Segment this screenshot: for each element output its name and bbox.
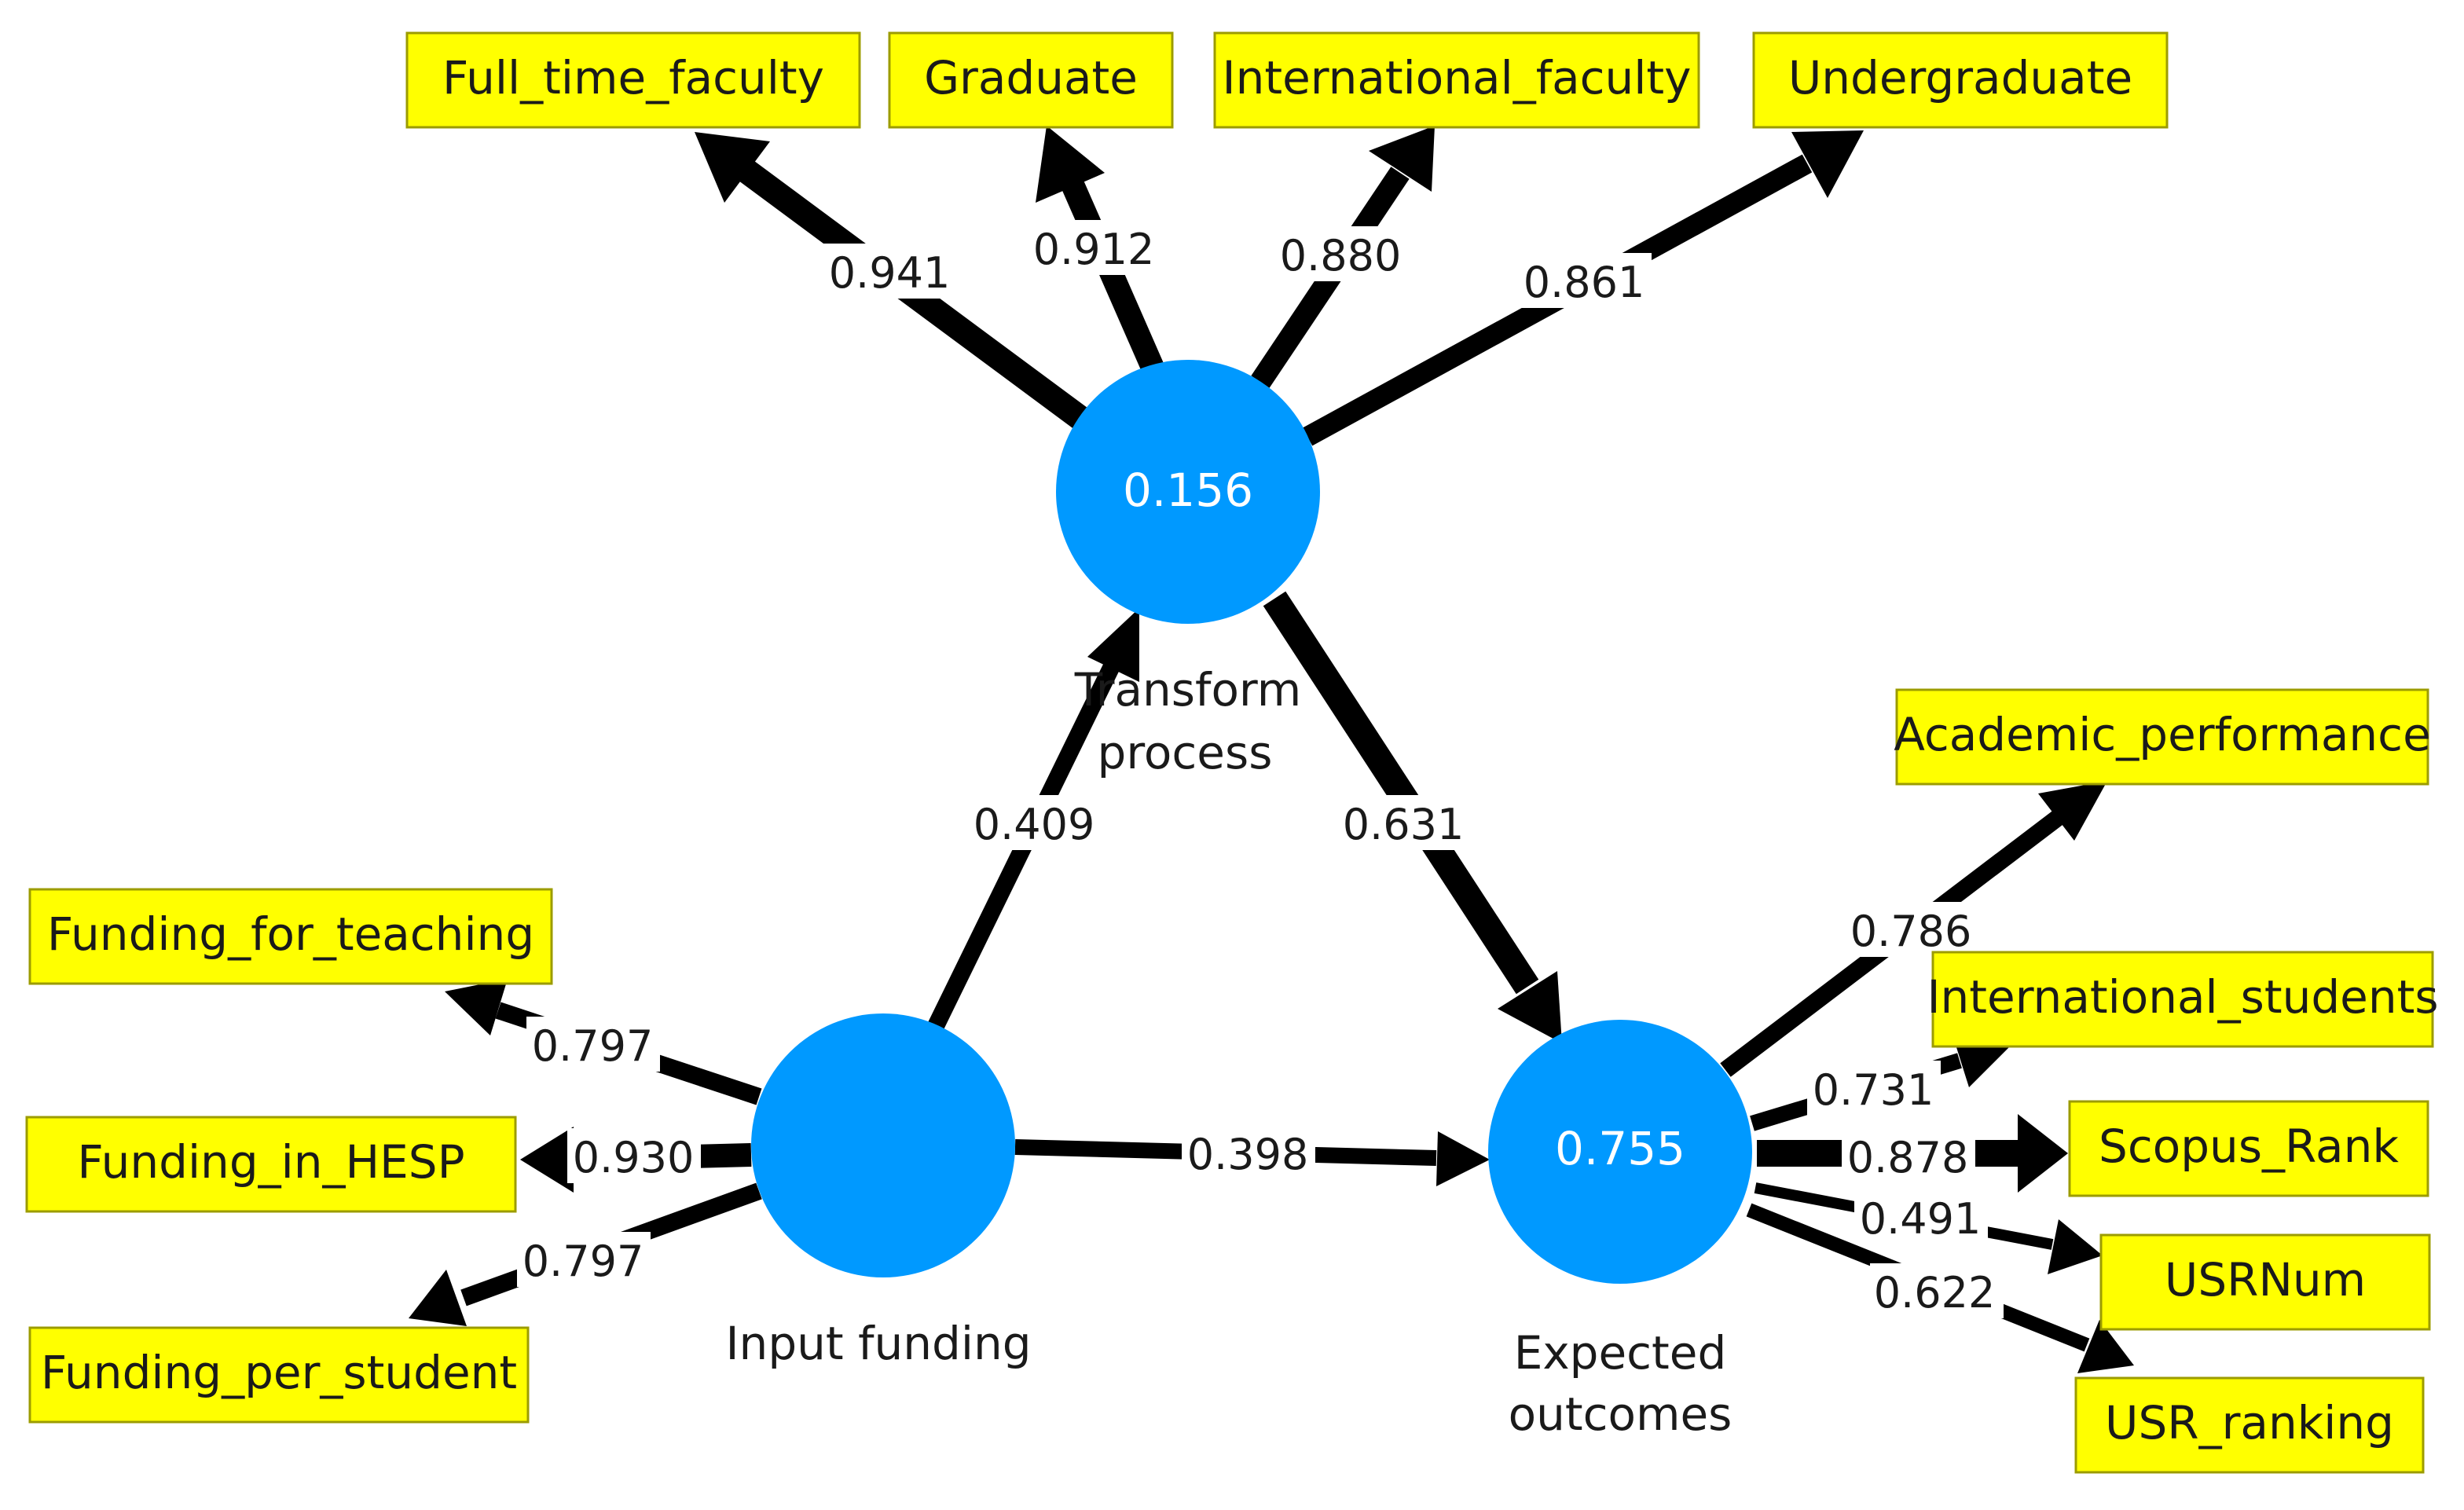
r-squared-value: 0.755 (1555, 1122, 1685, 1175)
loading-label: 0.786 (1850, 907, 1972, 956)
indicator-academic-performance[interactable]: Academic_performance (1894, 688, 2431, 786)
indicator-label: Undergraduate (1788, 51, 2132, 104)
indicator-label: International_faculty (1223, 51, 1692, 104)
indicator-scopus-rank[interactable]: Scopus_Rank (2068, 1100, 2429, 1197)
construct-input-funding[interactable] (751, 1013, 1015, 1277)
arrow-transform-to-outcomes (1263, 591, 1562, 1043)
loading-label: 0.861 (1524, 258, 1645, 307)
loading-label: 0.797 (522, 1237, 644, 1286)
indicator-label: Academic_performance (1894, 708, 2431, 761)
r-squared-value: 0.156 (1123, 464, 1253, 517)
indicator-usr-ranking[interactable]: USR_ranking (2074, 1376, 2425, 1474)
coefficient-labels: 0.941 0.912 0.880 0.861 0.409 0.631 0.39… (517, 220, 2004, 1318)
indicator-label: Scopus_Rank (2099, 1120, 2399, 1173)
indicator-label: Funding_in_HESP (77, 1135, 464, 1189)
loading-label: 0.941 (829, 248, 951, 298)
indicator-label: International_students (1927, 970, 2438, 1024)
construct-name: Expected (1514, 1326, 1727, 1380)
indicator-label: USR_ranking (2105, 1396, 2394, 1450)
path-coefficient-label: 0.409 (974, 800, 1095, 849)
loading-label: 0.930 (573, 1133, 695, 1182)
indicator-graduate[interactable]: Graduate (888, 31, 1174, 129)
indicator-funding-for-teaching[interactable]: Funding_for_teaching (28, 888, 553, 985)
path-coefficient-label: 0.398 (1187, 1130, 1309, 1179)
loading-label: 0.491 (1860, 1194, 1982, 1244)
indicator-full-time-faculty[interactable]: Full_time_faculty (405, 31, 861, 129)
construct-name: outcomes (1509, 1387, 1732, 1441)
loading-label: 0.880 (1280, 231, 1402, 280)
construct-circle (1488, 1020, 1752, 1284)
path-coefficient-label: 0.631 (1343, 800, 1465, 849)
construct-transform-process[interactable]: 0.156 (1056, 360, 1320, 624)
indicator-international-students[interactable]: International_students (1927, 951, 2439, 1048)
loading-label: 0.731 (1813, 1065, 1934, 1115)
indicator-funding-per-student[interactable]: Funding_per_student (28, 1326, 530, 1424)
indicator-usrnum[interactable]: USRNum (2099, 1233, 2431, 1331)
indicator-label: Full_time_faculty (442, 51, 824, 104)
construct-name: Input funding (725, 1317, 1031, 1370)
indicator-funding-in-hesp[interactable]: Funding_in_HESP (25, 1116, 517, 1213)
construct-circle (1056, 360, 1320, 624)
indicator-undergraduate[interactable]: Undergraduate (1752, 31, 2169, 129)
construct-expected-outcomes[interactable]: 0.755 (1488, 1020, 1752, 1284)
construct-circle (751, 1013, 1015, 1277)
indicator-label: Graduate (924, 51, 1138, 104)
indicator-international-faculty[interactable]: International_faculty (1213, 31, 1700, 129)
loading-label: 0.622 (1874, 1268, 1996, 1318)
loading-label: 0.878 (1847, 1133, 1969, 1182)
construct-name: process (1098, 726, 1273, 779)
indicator-label: Funding_per_student (41, 1346, 517, 1399)
loading-label: 0.797 (532, 1021, 654, 1071)
indicator-label: Funding_for_teaching (47, 907, 534, 961)
indicator-label: USRNum (2165, 1253, 2366, 1307)
loading-label: 0.912 (1033, 225, 1155, 274)
construct-name: Transform (1074, 663, 1302, 717)
